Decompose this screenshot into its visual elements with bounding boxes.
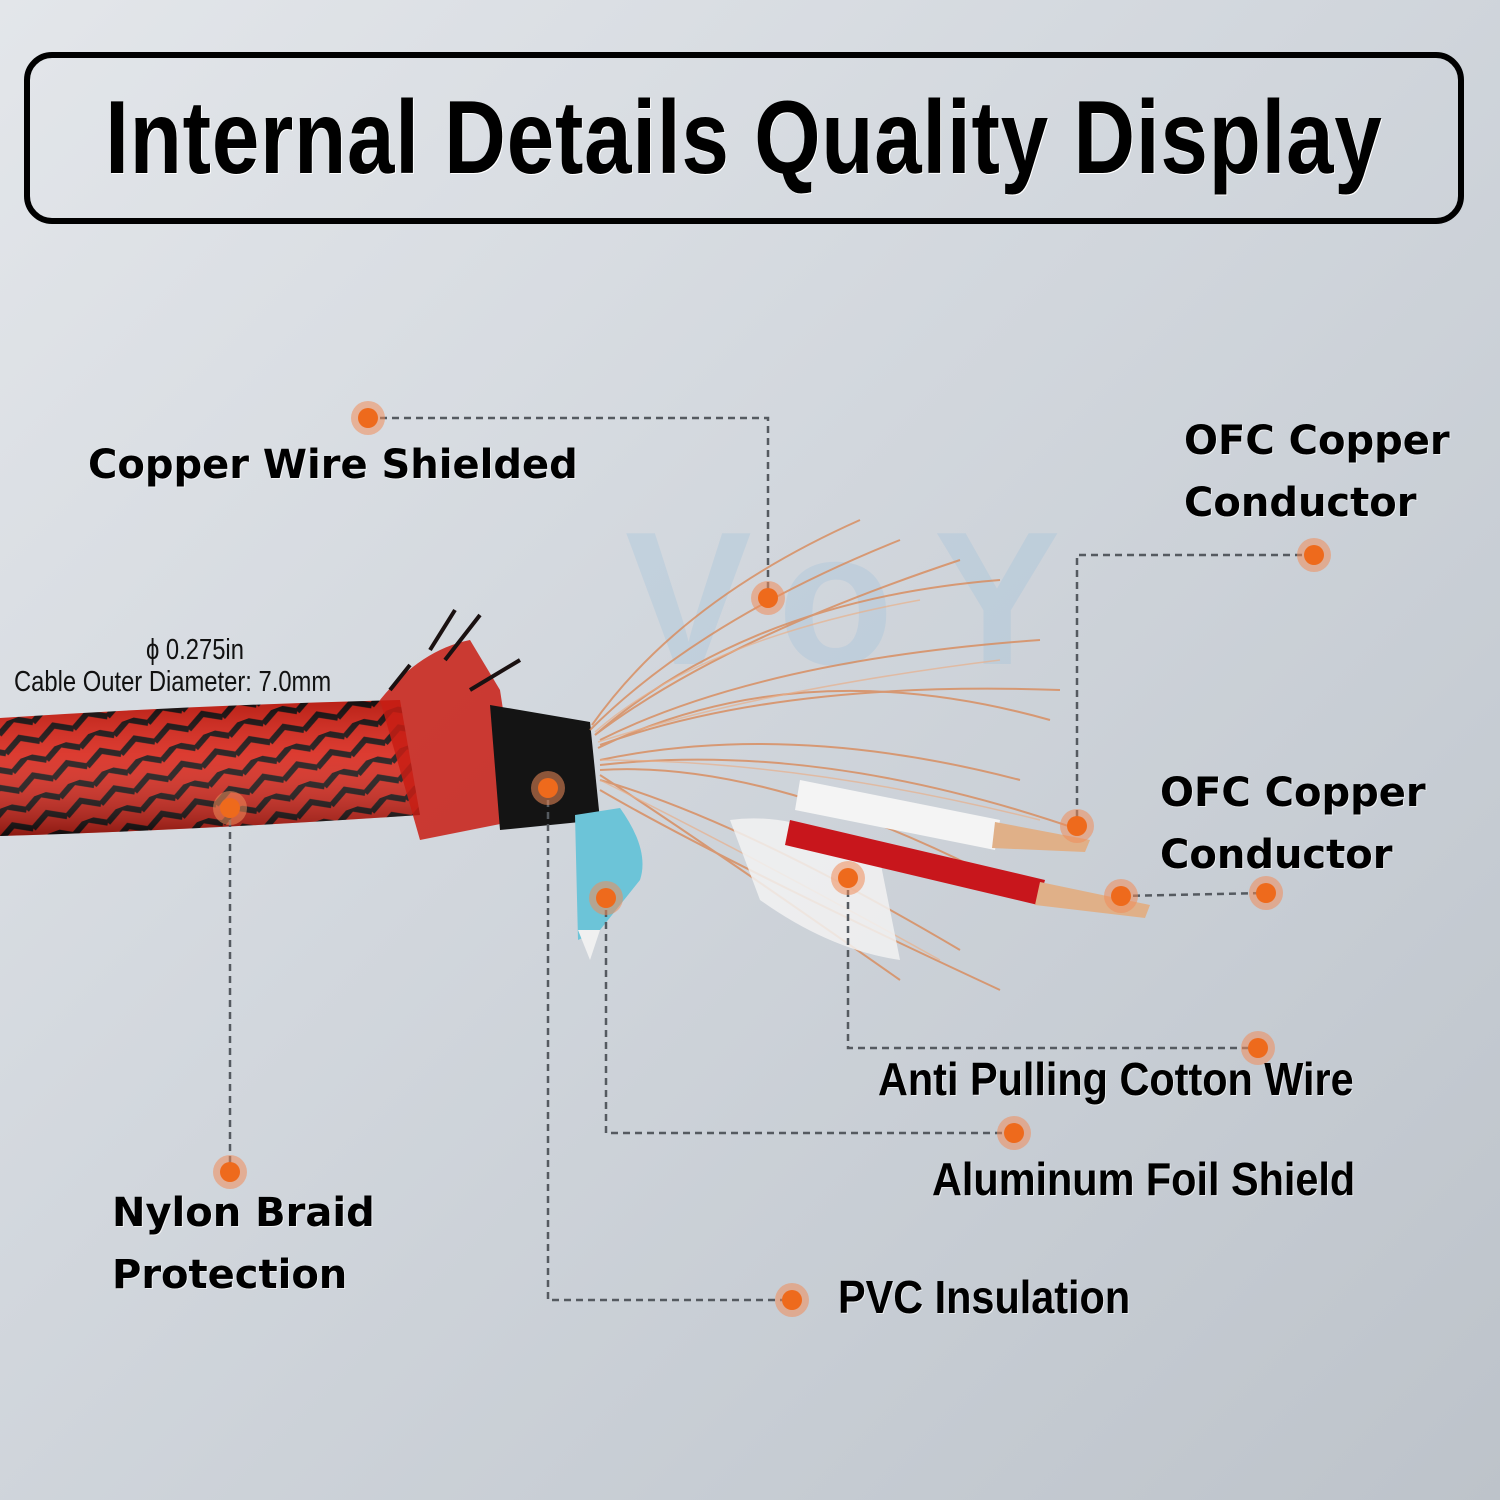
label-line-2: Conductor	[1184, 480, 1417, 526]
diameter-inches: ϕ 0.275in	[146, 634, 244, 666]
callout-anchor-anti-pulling	[831, 861, 865, 895]
callout-dot-copper-wire-shielded	[351, 401, 385, 435]
pvc-insulation-layer	[490, 705, 600, 830]
label-copper-wire-shielded: Copper Wire Shielded	[88, 442, 578, 488]
diameter-millimeters: Cable Outer Diameter: 7.0mm	[14, 666, 332, 698]
label-anti-pulling-cotton-wire: Anti Pulling Cotton Wire	[878, 1053, 1354, 1105]
callout-anchor-aluminum-foil	[589, 881, 623, 915]
label-line-1: Nylon Braid	[112, 1190, 375, 1236]
callout-dot-nylon-braid	[213, 1155, 247, 1189]
red-conductor	[785, 820, 1045, 905]
callout-anchor-nylon-braid	[213, 791, 247, 825]
callout-dot-ofc-mid	[1249, 876, 1283, 910]
title-frame: Internal Details Quality Display	[24, 52, 1464, 224]
callout-anchor-ofc-mid	[1104, 879, 1138, 913]
aluminum-foil-layer	[575, 808, 643, 940]
label-aluminum-foil-shield: Aluminum Foil Shield	[932, 1153, 1356, 1205]
callout-dot-aluminum-foil	[997, 1116, 1031, 1150]
callout-anchor-pvc	[531, 771, 565, 805]
label-line-1: OFC Copper	[1184, 418, 1450, 464]
leader-lines	[228, 416, 1314, 1302]
nylon-braid-jacket	[0, 608, 522, 840]
white-conductor	[795, 780, 1000, 850]
label-ofc-copper-conductor-mid: OFC Copper Conductor	[1160, 762, 1426, 886]
label-line-2: Protection	[112, 1252, 348, 1298]
callout-anchor-ofc-top	[1060, 809, 1094, 843]
label-ofc-copper-conductor-top: OFC Copper Conductor	[1184, 410, 1450, 534]
label-pvc-insulation: PVC Insulation	[838, 1271, 1131, 1323]
callout-anchor-copper-wire-shielded	[751, 581, 785, 615]
label-nylon-braid-protection: Nylon Braid Protection	[112, 1182, 375, 1306]
label-line-1: OFC Copper	[1160, 770, 1426, 816]
callout-dot-ofc-top	[1297, 538, 1331, 572]
page-title: Internal Details Quality Display	[105, 79, 1383, 196]
callout-dot-pvc	[775, 1283, 809, 1317]
label-line-2: Conductor	[1160, 832, 1393, 878]
callout-dot-anti-pulling	[1241, 1031, 1275, 1065]
